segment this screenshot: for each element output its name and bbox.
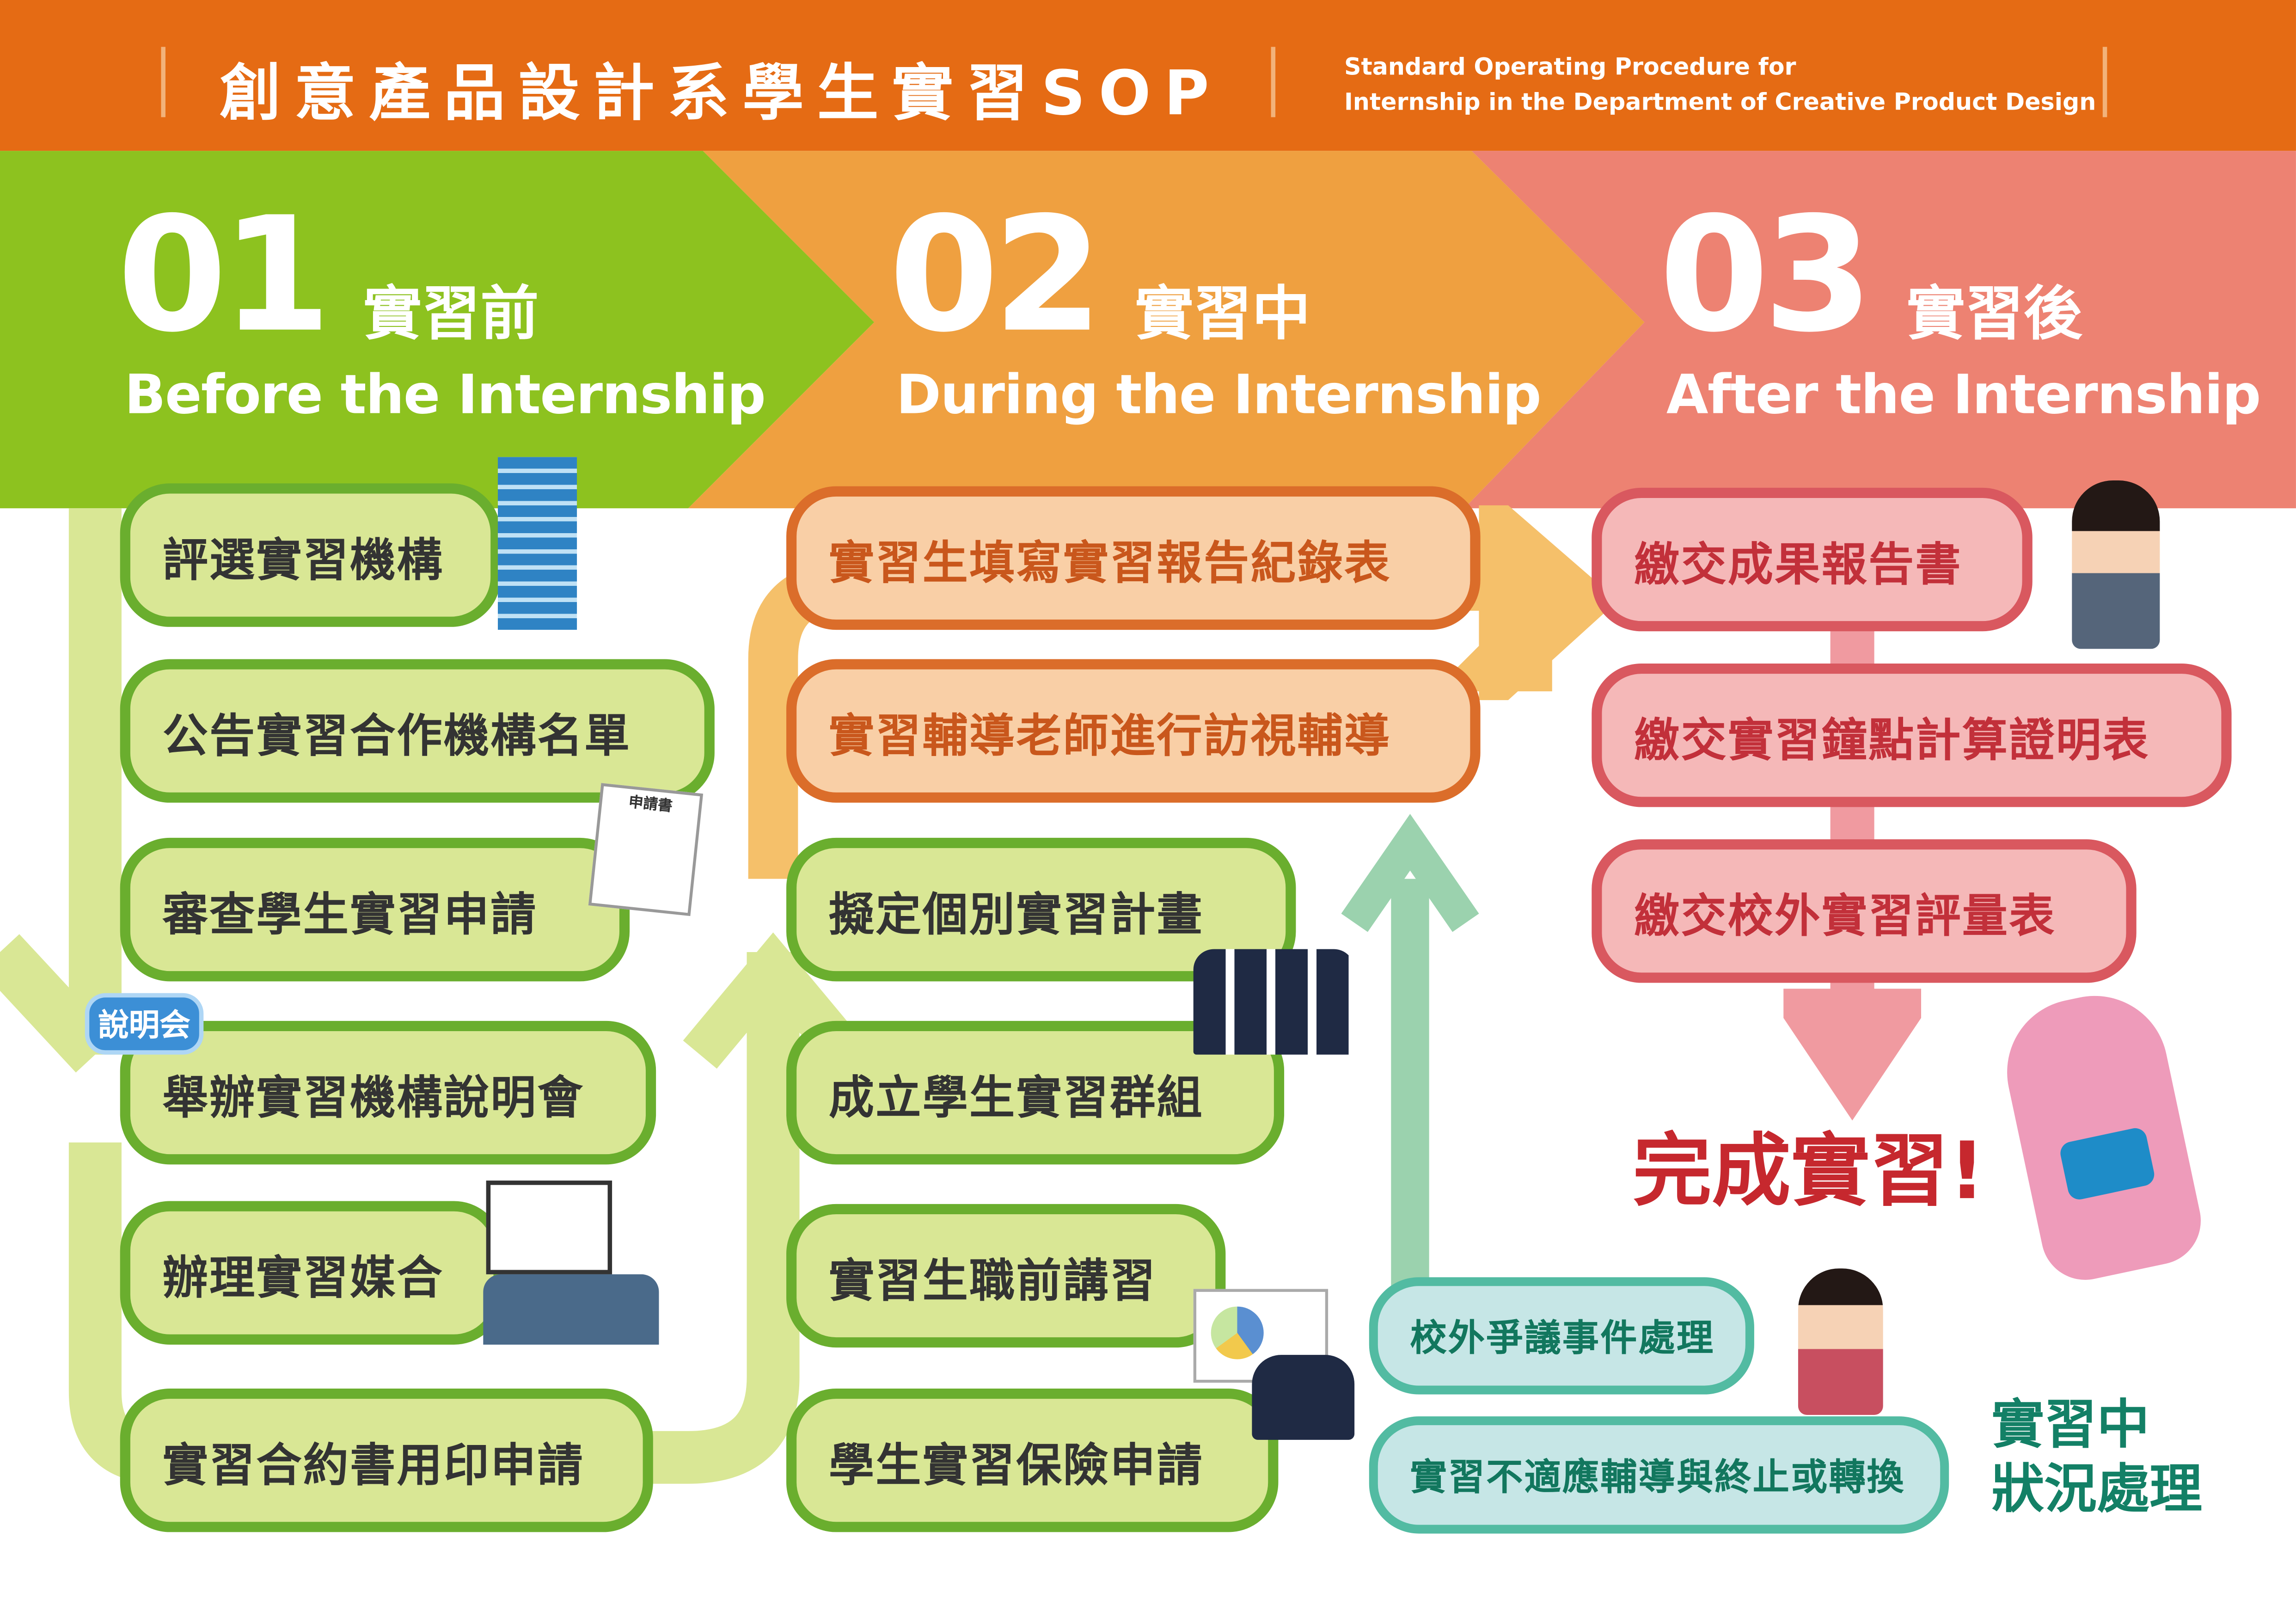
building-icon <box>498 457 577 630</box>
step-before-2: 公告實習合作機構名單 <box>120 659 715 803</box>
phase-title-zh: 實習中 <box>1134 281 1311 349</box>
phase-band-before <box>0 151 875 509</box>
phase-title-en: During the Internship <box>896 363 1542 426</box>
arrow-right-icon <box>1479 505 1618 701</box>
header: 創意產品設計系學生實習SOP Standard Operating Proced… <box>0 0 2296 151</box>
pie-chart-icon <box>1211 1306 1264 1359</box>
divider <box>161 47 165 117</box>
step-after-3: 繳交校外實習評量表 <box>1592 839 2137 983</box>
divider <box>2102 47 2107 117</box>
step-before-6: 實習合約書用印申請 <box>120 1388 653 1532</box>
subtitle-line-1: Standard Operating Procedure for <box>1344 53 1796 81</box>
arrow-up-icon <box>1341 814 1479 932</box>
phase-title-en: Before the Internship <box>124 363 766 426</box>
phase-number: 03 <box>1659 184 1873 368</box>
phase-number: 02 <box>888 184 1103 368</box>
application-form-icon: 申請書 <box>588 783 704 916</box>
arrow-down-icon <box>1783 989 1922 1121</box>
step-during-3: 實習生職前講習 <box>786 1204 1226 1348</box>
subtitle-line-2: Internship in the Department of Creative… <box>1344 88 2096 116</box>
page-subtitle: Standard Operating Procedure for Interns… <box>1344 50 2096 120</box>
whiteboard-icon <box>486 1180 612 1274</box>
presenters-icon <box>1252 1355 1355 1440</box>
step-after-2: 繳交實習鐘點計算證明表 <box>1592 663 2232 807</box>
completion-text: 完成實習! <box>1632 1125 1985 1217</box>
rabbit-shirt <box>2058 1126 2156 1202</box>
issue-title-line-1: 實習中 <box>1991 1396 2150 1456</box>
form-label: 申請書 <box>627 794 673 816</box>
issue-title-line-2: 狀況處理 <box>1991 1460 2203 1521</box>
step-after-1: 繳交成果報告書 <box>1592 487 2033 632</box>
step-during-report: 實習生填寫實習報告紀錄表 <box>786 486 1481 630</box>
page-title: 創意產品設計系學生實習SOP <box>220 57 1223 129</box>
issue-arrow <box>1391 879 1429 1289</box>
step-before-1: 評選實習機構 <box>120 483 501 627</box>
phase-band-during <box>688 151 1645 509</box>
briefing-badge: 說明会 <box>85 993 204 1055</box>
phase-number: 01 <box>117 184 331 368</box>
step-during-4: 學生實習保險申請 <box>786 1388 1279 1532</box>
step-before-3: 審查學生實習申請 <box>120 837 630 982</box>
audience-icon <box>483 1274 659 1345</box>
students-group-icon <box>1193 949 1355 1055</box>
step-during-visit: 實習輔導老師進行訪視輔導 <box>786 659 1481 803</box>
issue-step-1: 校外爭議事件處理 <box>1369 1277 1754 1395</box>
step-before-4: 舉辦實習機構說明會 <box>120 1021 656 1165</box>
woman-submitting-icon <box>2072 480 2160 649</box>
phase-title-en: After the Internship <box>1666 363 2261 426</box>
divider <box>1271 47 1276 117</box>
step-before-5: 辦理實習媒合 <box>120 1201 504 1345</box>
troubled-woman-icon <box>1798 1268 1883 1415</box>
issue-step-2: 實習不適應輔導與終止或轉換 <box>1369 1416 1949 1534</box>
issue-title: 實習中 狀況處理 <box>1991 1395 2202 1524</box>
phase-title-zh: 實習後 <box>1906 281 2082 349</box>
phase-title-zh: 實習前 <box>363 281 539 349</box>
phase-band-after <box>1464 151 2296 509</box>
